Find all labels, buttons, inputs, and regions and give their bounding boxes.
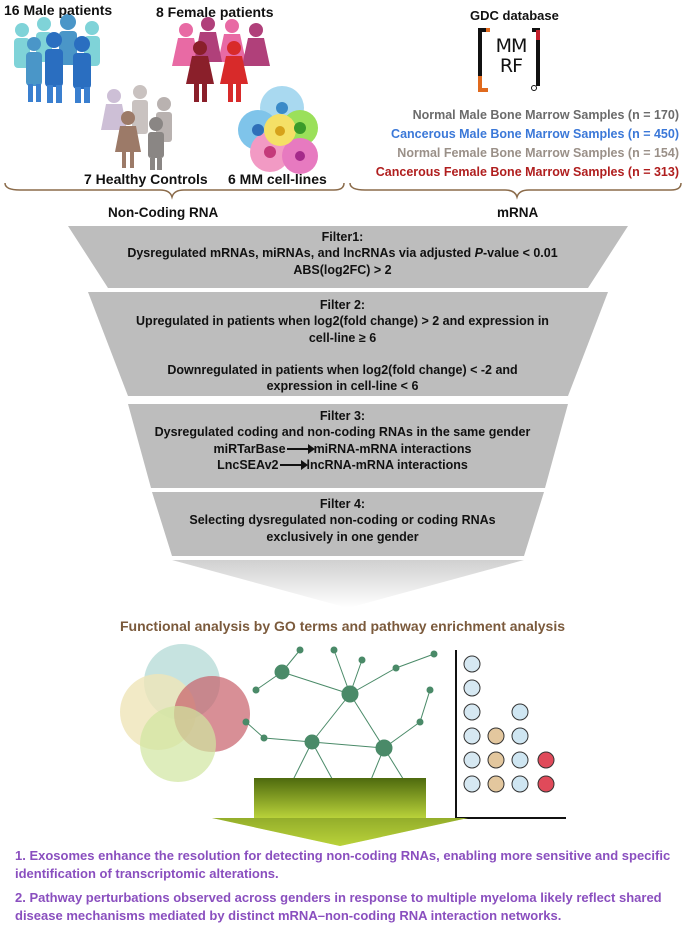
filter-3-line3: LncSEAv2 lncRNA-mRNA interactions xyxy=(0,457,685,473)
functional-analysis-title: Functional analysis by GO terms and path… xyxy=(119,618,566,634)
filter-funnel xyxy=(68,226,628,608)
arrow-right-icon xyxy=(286,444,315,455)
male-patients-icon xyxy=(14,14,100,103)
gdc-database-title: GDC database xyxy=(470,8,559,23)
male-patients-label: 16 Male patients xyxy=(4,2,113,18)
conclusion-1: 1. Exosomes enhance the resolution for d… xyxy=(15,848,671,881)
filter-1-title: Filter1: xyxy=(321,230,364,244)
filter-4: Filter 4: Selecting dysregulated non-cod… xyxy=(0,496,685,545)
sample-normal-female: Normal Female Bone Marrow Samples (n = 1… xyxy=(397,146,679,160)
filter-2-line4: expression in cell-line < 6 xyxy=(266,379,419,393)
lncrna-mrna-label: lncRNA-mRNA interactions xyxy=(306,457,468,472)
mrna-label: mRNA xyxy=(497,205,539,220)
dot-plot-icon xyxy=(455,650,566,819)
sample-cancerous-female: Cancerous Female Bone Marrow Samples (n … xyxy=(375,165,679,179)
arrow-right-icon xyxy=(279,460,308,471)
filter-2-title: Filter 2: xyxy=(319,298,366,312)
filter-2: Filter 2: Upregulated in patients when l… xyxy=(0,297,685,394)
filter-2-line2: cell-line ≥ 6 xyxy=(308,330,377,345)
filter-3-title: Filter 3: xyxy=(319,409,366,423)
sample-cancerous-male: Cancerous Male Bone Marrow Samples (n = … xyxy=(391,127,679,141)
cell-lines-label: 6 MM cell-lines xyxy=(228,171,327,187)
right-brace xyxy=(349,182,682,200)
mmrf-logo xyxy=(478,28,540,92)
filter-1: Filter1: Dysregulated mRNAs, miRNAs, and… xyxy=(0,229,685,278)
left-brace xyxy=(4,182,345,200)
sample-normal-male: Normal Male Bone Marrow Samples (n = 170… xyxy=(412,108,679,122)
green-down-arrow xyxy=(212,778,468,846)
mirtarbase-label: miRTarBase xyxy=(213,441,286,456)
filter-1-line1: Dysregulated mRNAs, miRNAs, and lncRNAs … xyxy=(0,245,685,261)
mmrf-logo-line1: MM xyxy=(495,35,528,57)
filter-3-line1: Dysregulated coding and non-coding RNAs … xyxy=(154,425,531,440)
filter-4-line1: Selecting dysregulated non-coding or cod… xyxy=(189,513,496,528)
filter-3-line2: miRTarBase miRNA-mRNA interactions xyxy=(0,441,685,457)
lncseav2-label: LncSEAv2 xyxy=(217,457,279,472)
non-coding-rna-label: Non-Coding RNA xyxy=(108,205,219,220)
filter-1-line1-p: P xyxy=(474,246,483,261)
filter-1-line2: ABS(log2FC) > 2 xyxy=(293,262,392,277)
mmrf-logo-text: MM RF xyxy=(490,36,532,76)
venn-diagram-icon xyxy=(120,644,250,782)
filter-1-line1-b: -value < 0.01 xyxy=(482,246,558,261)
filter-1-line1-a: Dysregulated mRNAs, miRNAs, and lncRNAs … xyxy=(127,246,475,261)
filter-2-line1: Upregulated in patients when log2(fold c… xyxy=(136,314,549,329)
filter-4-line2: exclusively in one gender xyxy=(266,529,419,544)
filter-4-title: Filter 4: xyxy=(319,497,366,511)
conclusion-2: 2. Pathway perturbations observed across… xyxy=(15,890,662,923)
filter-2-line3: Downregulated in patients when log2(fold… xyxy=(167,362,518,377)
healthy-controls-label: 7 Healthy Controls xyxy=(84,171,208,187)
female-patients-icon xyxy=(172,17,270,102)
healthy-controls-icon xyxy=(101,85,172,170)
network-icon xyxy=(242,646,438,796)
mmrf-logo-line2: RF xyxy=(499,55,523,77)
cell-lines-icon xyxy=(238,86,318,174)
filter-3: Filter 3: Dysregulated coding and non-co… xyxy=(0,408,685,473)
mirna-mrna-label: miRNA-mRNA interactions xyxy=(313,441,472,456)
female-patients-label: 8 Female patients xyxy=(156,4,274,20)
